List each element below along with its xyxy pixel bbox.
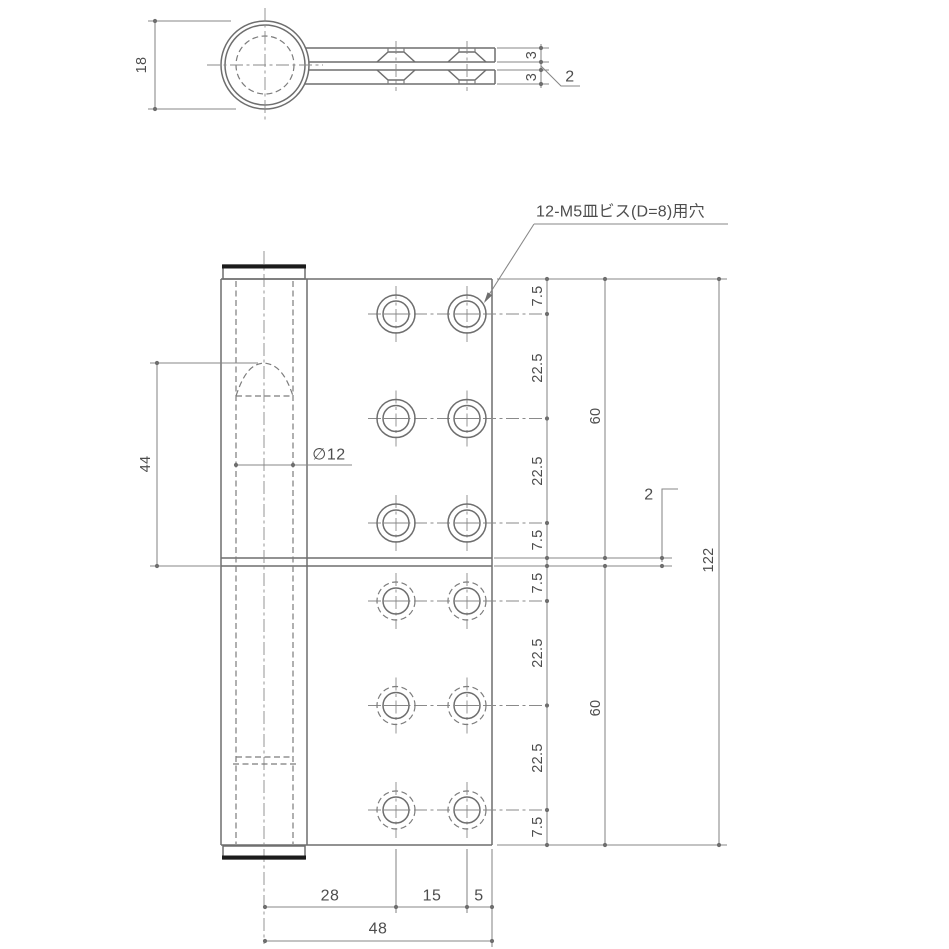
- dim-chain-upper-4: 7.5: [530, 529, 546, 550]
- hole-note-label: 12-M5皿ビス(D=8)用穴: [536, 203, 705, 221]
- dim-hole-offset: 28: [321, 888, 340, 905]
- dim-plate-gap: 2: [565, 69, 574, 86]
- dim-leaf-width-48: 48: [262, 921, 495, 944]
- dim-upper-plate-thickness: 3: [524, 51, 540, 59]
- dim-chain-line: 7.5 22.5 22.5 7.5 7.5 22.5 22.5 7.5: [530, 276, 550, 848]
- knuckle-circle: [207, 8, 323, 122]
- dim-plate-thicknesses: 3 3: [497, 44, 549, 88]
- dim-total-height: 122: [701, 547, 717, 572]
- bottom-dimensions: 28 15 5 48: [262, 849, 495, 947]
- dim-knuckle-height-18: 18: [134, 18, 236, 112]
- dim-hole-spacing: 15: [423, 888, 442, 905]
- dim-bottom-chain: 28 15 5: [262, 888, 495, 910]
- dim-pin-diameter-12: ∅12: [233, 447, 352, 468]
- dim-pin-engagement-44: 44: [138, 360, 258, 569]
- dim-upper-leaf-height: 60: [588, 408, 604, 425]
- right-dimensions: 7.5 22.5 22.5 7.5 7.5 22.5 22.5 7.5 60 6…: [494, 276, 727, 848]
- dim-lower-plate-thickness: 3: [524, 73, 540, 81]
- dim-knuckle-height: 18: [134, 57, 150, 74]
- dim-chain-lower-4: 7.5: [530, 816, 546, 837]
- dim-upper-leaf-60: 60: [588, 276, 608, 561]
- dim-chain-lower-1: 7.5: [530, 572, 546, 593]
- hole-note: 12-M5皿ビス(D=8)用穴: [484, 203, 728, 303]
- dim-pin-diameter: ∅12: [312, 447, 345, 464]
- barrel-hidden-lines: [233, 251, 296, 944]
- dim-leaf-gap: 2: [644, 487, 653, 504]
- dim-chain-upper-1: 7.5: [530, 285, 546, 306]
- dim-leaf-gap-2: 2: [644, 487, 678, 569]
- dim-pin-engagement: 44: [138, 456, 154, 473]
- dim-chain-lower-2: 22.5: [530, 638, 546, 667]
- dim-chain-lower-3: 22.5: [530, 743, 546, 772]
- dim-edge-distance: 5: [474, 888, 483, 905]
- leader-arrowhead: [484, 292, 493, 303]
- left-dimensions: 44 ∅12: [138, 360, 352, 569]
- hinge-outline: [220, 278, 493, 846]
- top-view: 18 3 3 2: [134, 8, 580, 122]
- dim-lower-leaf-height: 60: [588, 700, 604, 717]
- barrel-top-cap: [222, 264, 306, 280]
- dim-plate-gap-leader: 2: [540, 65, 580, 87]
- barrel-bottom-cap: [222, 845, 306, 860]
- dim-chain-upper-3: 22.5: [530, 456, 546, 485]
- dim-chain-upper-2: 22.5: [530, 353, 546, 382]
- dim-lower-leaf-60: 60: [588, 563, 608, 848]
- front-view: 12-M5皿ビス(D=8)用穴: [220, 203, 728, 944]
- dim-leaf-width: 48: [369, 921, 388, 938]
- dim-total-height-122: 122: [701, 276, 722, 848]
